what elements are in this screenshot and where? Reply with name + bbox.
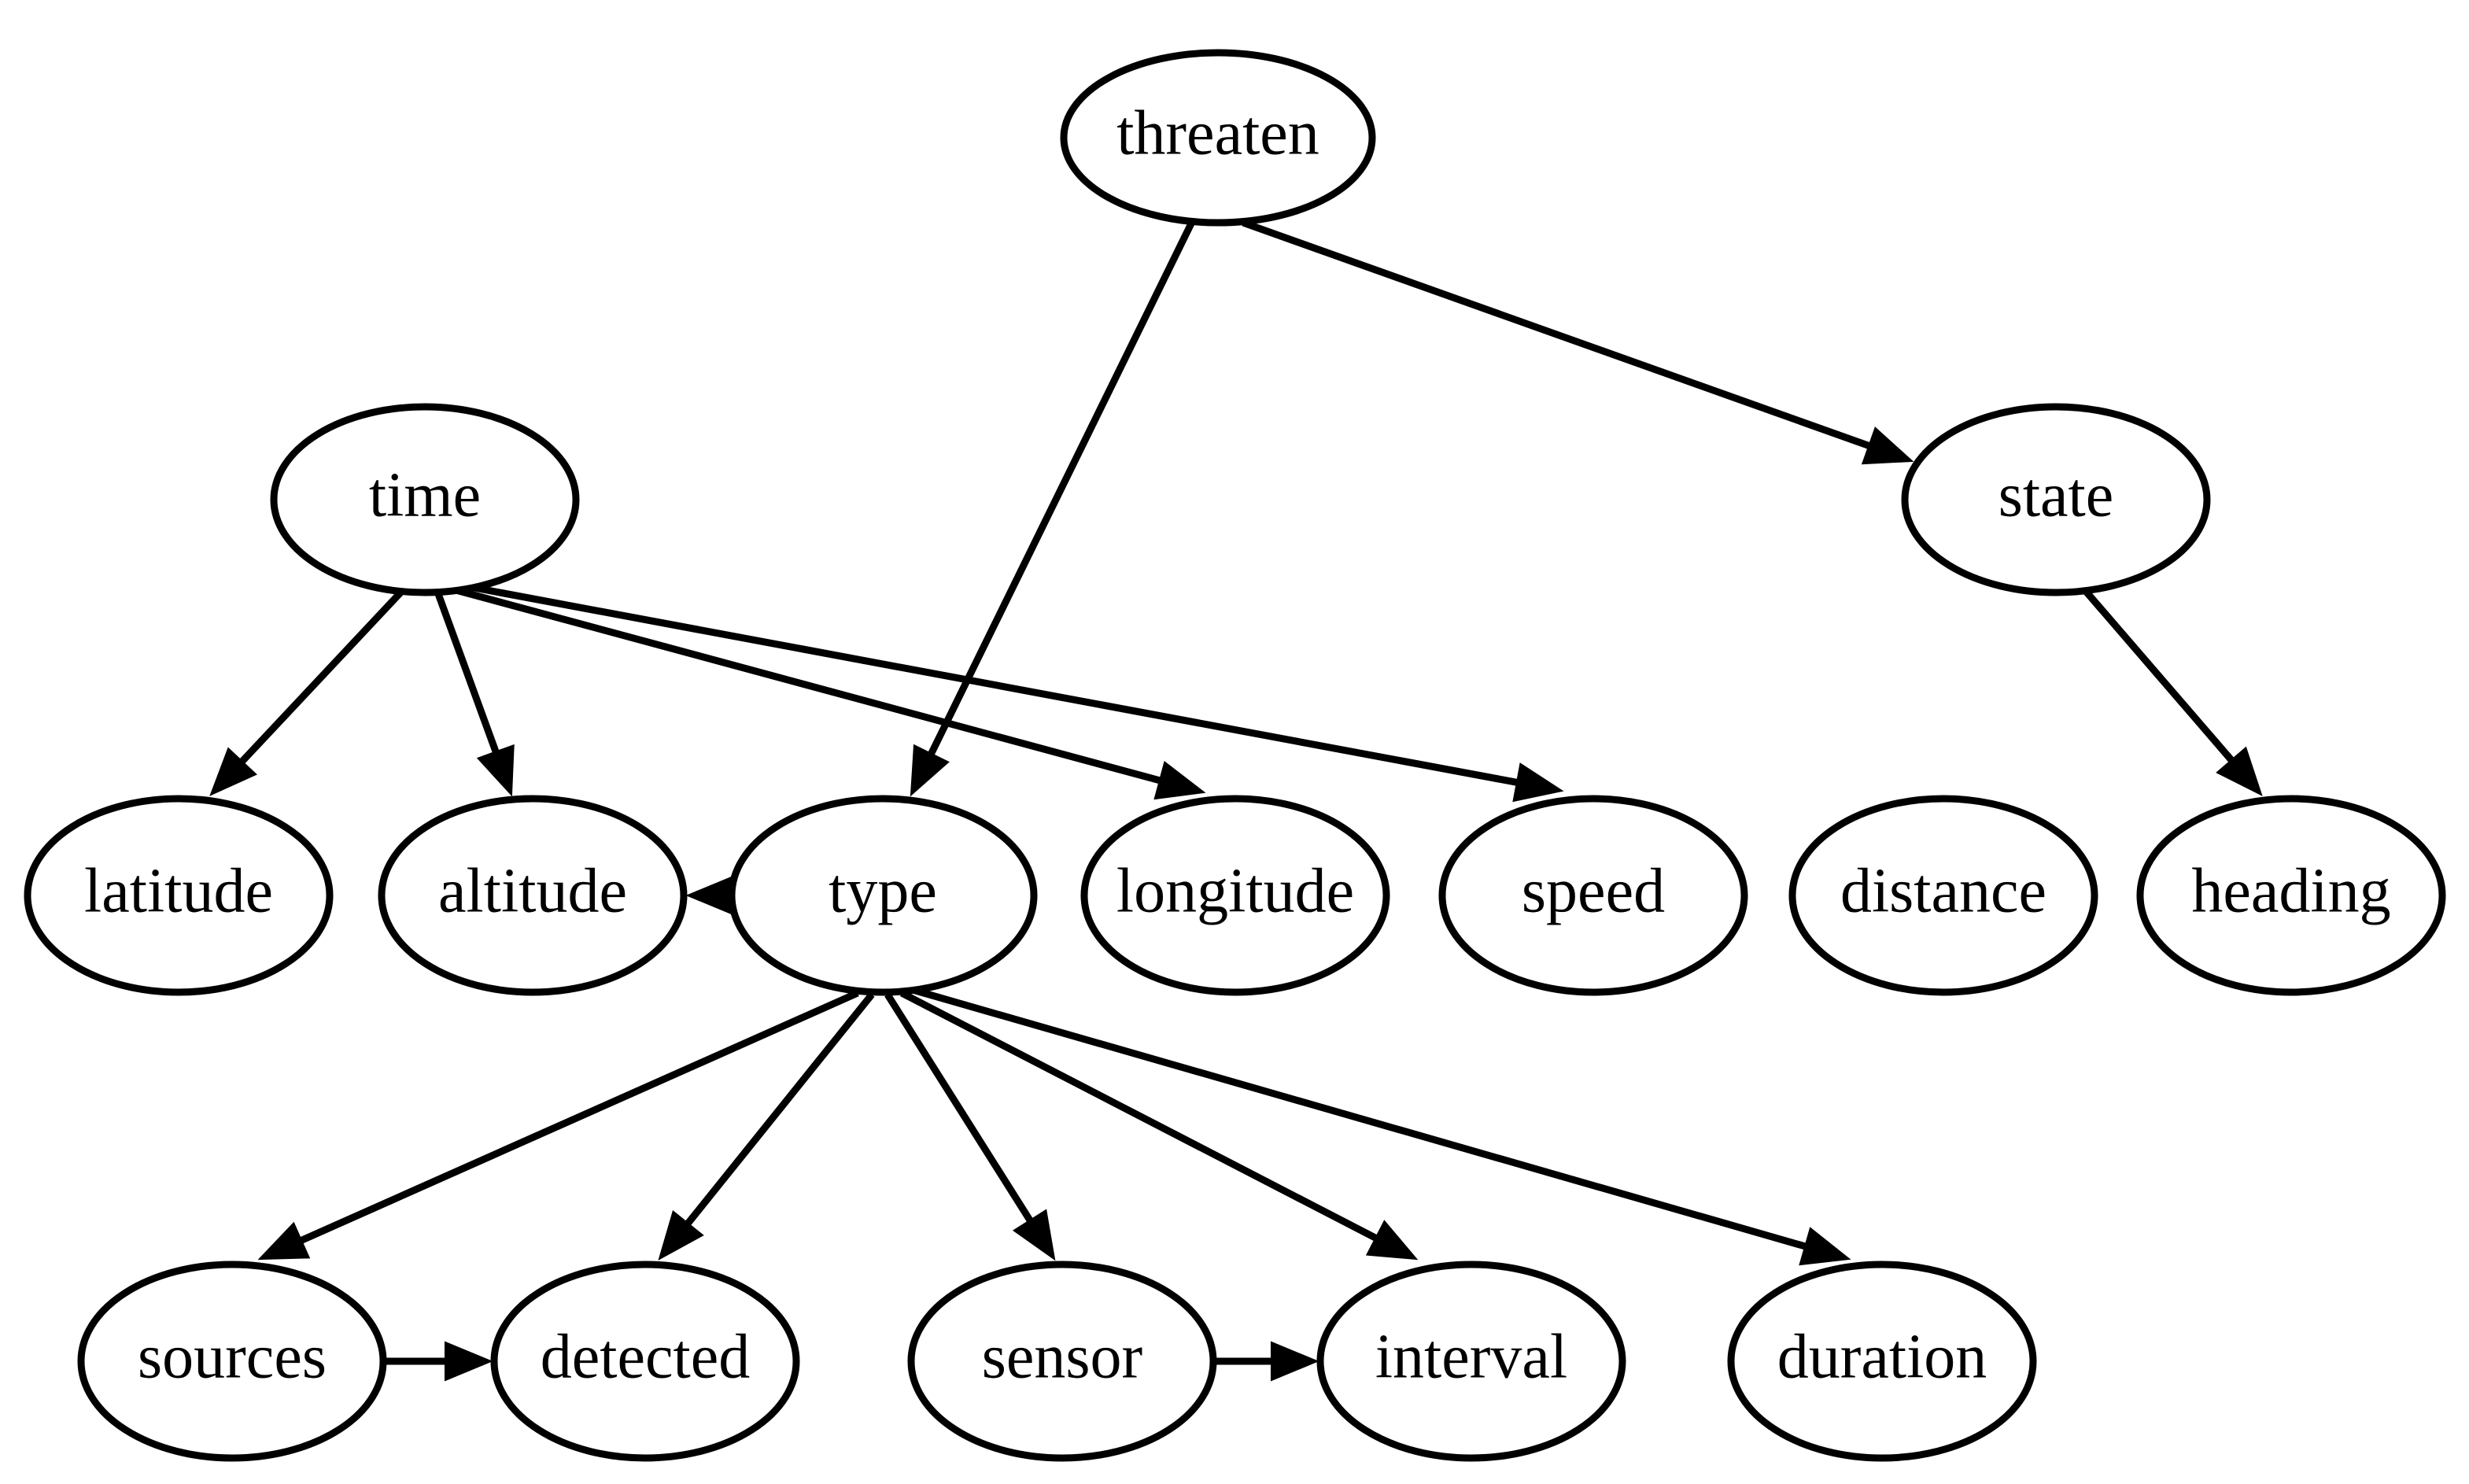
node-label-interval: interval xyxy=(1375,1322,1567,1391)
edge-type-to-sources xyxy=(257,989,859,1261)
node-interval[interactable]: interval xyxy=(1316,1261,1626,1462)
node-sources[interactable]: sources xyxy=(77,1261,387,1462)
node-time[interactable]: time xyxy=(270,403,580,596)
node-latitude[interactable]: latitude xyxy=(24,795,334,996)
node-ellipse-sources[interactable] xyxy=(77,1261,387,1462)
node-ellipse-interval[interactable] xyxy=(1316,1261,1626,1462)
edge-state-to-heading xyxy=(2080,586,2263,796)
edge-sensor-to-interval xyxy=(1216,1341,1319,1382)
node-sensor[interactable]: sensor xyxy=(907,1261,1217,1462)
node-label-sensor: sensor xyxy=(982,1322,1142,1391)
node-label-duration: duration xyxy=(1777,1322,1987,1391)
node-label-type: type xyxy=(829,856,937,925)
edges-layer xyxy=(209,219,2263,1382)
edge-shaft xyxy=(2080,586,2238,766)
edge-time-to-latitude xyxy=(209,587,406,796)
edge-type-to-altitude xyxy=(685,875,734,916)
node-label-latitude: latitude xyxy=(84,856,273,925)
arrowhead-icon xyxy=(1365,1220,1419,1261)
edge-type-to-sensor xyxy=(884,992,1056,1261)
node-label-threaten: threaten xyxy=(1116,98,1319,168)
node-heading[interactable]: heading xyxy=(2136,795,2446,996)
arrowhead-icon xyxy=(1861,426,1914,465)
arrowhead-icon xyxy=(1512,762,1564,803)
edge-sources-to-detected xyxy=(386,1341,493,1382)
node-distance[interactable]: distance xyxy=(1788,795,2098,996)
node-type[interactable]: type xyxy=(728,795,1038,996)
edge-shaft xyxy=(434,590,501,758)
node-altitude[interactable]: altitude xyxy=(378,795,688,996)
node-ellipse-latitude[interactable] xyxy=(24,795,334,996)
edge-time-to-longitude xyxy=(448,585,1206,800)
arrowhead-icon xyxy=(445,1341,493,1382)
node-label-distance: distance xyxy=(1840,856,2046,925)
node-label-heading: heading xyxy=(2191,856,2390,925)
edge-shaft xyxy=(682,992,875,1230)
arrowhead-icon xyxy=(476,744,515,797)
node-ellipse-duration[interactable] xyxy=(1727,1261,2037,1462)
node-speed[interactable]: speed xyxy=(1438,795,1748,996)
node-label-sources: sources xyxy=(138,1322,327,1391)
edge-time-to-speed xyxy=(452,580,1564,803)
node-ellipse-distance[interactable] xyxy=(1788,795,2098,996)
arrowhead-icon xyxy=(1153,760,1206,800)
node-ellipse-threaten[interactable] xyxy=(1060,49,1376,227)
arrowhead-icon xyxy=(2216,746,2263,796)
node-label-speed: speed xyxy=(1522,856,1665,925)
arrowhead-icon xyxy=(1271,1341,1319,1382)
node-threaten[interactable]: threaten xyxy=(1060,49,1376,227)
edge-type-to-duration xyxy=(911,986,1851,1266)
arrowhead-icon xyxy=(1799,1227,1851,1266)
node-longitude[interactable]: longitude xyxy=(1080,795,1390,996)
arrowhead-icon xyxy=(658,1210,704,1261)
node-ellipse-state[interactable] xyxy=(1901,403,2211,596)
edge-shaft xyxy=(236,587,406,768)
node-label-longitude: longitude xyxy=(1116,856,1354,925)
node-ellipse-time[interactable] xyxy=(270,403,580,596)
node-ellipse-altitude[interactable] xyxy=(378,795,688,996)
nodes-layer: threaten time state latitude altitude type lon… xyxy=(24,49,2446,1462)
edge-threaten-to-state xyxy=(1242,219,1914,465)
edge-shaft xyxy=(1242,219,1875,451)
edge-shaft xyxy=(925,219,1197,760)
edge-shaft xyxy=(295,989,859,1246)
edge-shaft xyxy=(884,992,1036,1227)
node-ellipse-speed[interactable] xyxy=(1438,795,1748,996)
arrowhead-icon xyxy=(1012,1209,1056,1261)
edge-threaten-to-type xyxy=(910,219,1197,797)
edge-type-to-interval xyxy=(899,990,1419,1261)
node-ellipse-sensor[interactable] xyxy=(907,1261,1217,1462)
edge-shaft xyxy=(452,580,1522,787)
arrowhead-icon xyxy=(209,747,257,796)
node-label-state: state xyxy=(1998,460,2114,530)
node-ellipse-detected[interactable] xyxy=(490,1261,800,1462)
edge-time-to-altitude xyxy=(434,590,515,797)
node-state[interactable]: state xyxy=(1901,403,2211,596)
node-label-time: time xyxy=(369,460,481,530)
edge-type-to-detected xyxy=(658,992,875,1261)
node-duration[interactable]: duration xyxy=(1727,1261,2037,1462)
node-ellipse-longitude[interactable] xyxy=(1080,795,1390,996)
node-label-altitude: altitude xyxy=(438,856,627,925)
edge-shaft xyxy=(911,986,1811,1251)
arrowhead-icon xyxy=(685,875,734,916)
node-ellipse-heading[interactable] xyxy=(2136,795,2446,996)
edge-shaft xyxy=(448,585,1165,785)
arrowhead-icon xyxy=(910,744,950,797)
node-label-detected: detected xyxy=(541,1322,750,1391)
edge-shaft xyxy=(899,990,1382,1244)
node-detected[interactable]: detected xyxy=(490,1261,800,1462)
arrowhead-icon xyxy=(257,1221,311,1261)
node-ellipse-type[interactable] xyxy=(728,795,1038,996)
